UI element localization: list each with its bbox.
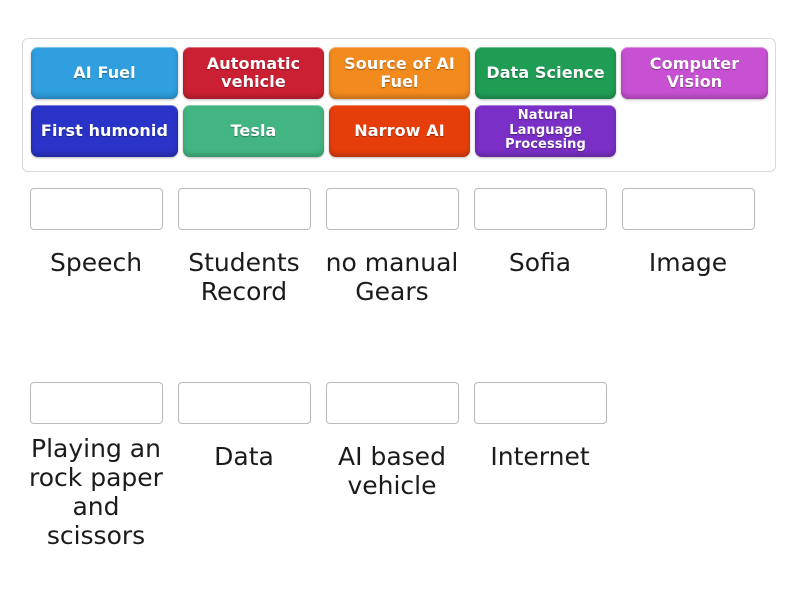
tile-natural-language-processing[interactable]: Natural Language Processing	[475, 105, 617, 157]
dropzone-ai-based-vehicle[interactable]	[325, 382, 459, 424]
answer-cell-sofia: Sofia	[466, 188, 614, 306]
tile-computer-vision[interactable]: Computer Vision	[621, 47, 768, 99]
tile-bank: AI Fuel Automatic vehicle Source of AI F…	[22, 38, 776, 172]
dropzone-playing-rock-paper-scissors[interactable]	[29, 382, 163, 424]
tile-ai-fuel[interactable]: AI Fuel	[31, 47, 178, 99]
answer-label-internet: Internet	[490, 442, 590, 471]
dropzone-data[interactable]	[177, 382, 311, 424]
answer-label-no-manual-gears: no manual Gears	[325, 248, 459, 306]
tile-automatic-vehicle[interactable]: Automatic vehicle	[182, 47, 324, 99]
tile-bank-row-2: First humonid Tesla Narrow AI Natural La…	[28, 102, 770, 160]
answer-cell-image: Image	[614, 188, 762, 306]
dropzone-empty	[622, 382, 755, 424]
answer-label-ai-based-vehicle: AI based vehicle	[338, 442, 446, 500]
answer-label-sofia: Sofia	[508, 248, 572, 277]
dropzone-internet[interactable]	[473, 382, 607, 424]
answer-cell-internet: Internet	[466, 382, 614, 550]
tile-bank-empty-slot	[621, 105, 768, 157]
tile-narrow-ai[interactable]: Narrow AI	[328, 105, 470, 157]
answer-cell-data: Data	[170, 382, 318, 550]
dropzone-sofia[interactable]	[473, 188, 607, 230]
dropzone-speech[interactable]	[29, 188, 163, 230]
answer-cell-speech: Speech	[22, 188, 170, 306]
answer-cell-no-manual-gears: no manual Gears	[318, 188, 466, 306]
answer-cell-empty	[614, 382, 762, 550]
answer-label-speech: Speech	[49, 248, 143, 277]
answer-cell-playing-rock-paper-scissors: Playing an rock paper and scissors	[22, 382, 170, 550]
answer-label-playing-rock-paper-scissors: Playing an rock paper and scissors	[29, 434, 163, 550]
tile-source-of-ai-fuel[interactable]: Source of AI Fuel	[328, 47, 470, 99]
tile-bank-row-1: AI Fuel Automatic vehicle Source of AI F…	[28, 44, 770, 102]
answer-label-students-record: Students Record	[188, 248, 300, 306]
dropzone-students-record[interactable]	[177, 188, 311, 230]
tile-data-science[interactable]: Data Science	[475, 47, 617, 99]
answer-label-image: Image	[648, 248, 728, 277]
dropzone-image[interactable]	[621, 188, 755, 230]
answer-cell-students-record: Students Record	[170, 188, 318, 306]
answer-cell-ai-based-vehicle: AI based vehicle	[318, 382, 466, 550]
tile-tesla[interactable]: Tesla	[182, 105, 324, 157]
answer-label-data: Data	[214, 442, 274, 471]
tile-first-humonid[interactable]: First humonid	[31, 105, 178, 157]
answer-row-1: Speech Students Record no manual Gears S…	[22, 188, 778, 306]
dropzone-no-manual-gears[interactable]	[325, 188, 459, 230]
answer-row-2: Playing an rock paper and scissors Data …	[22, 382, 778, 550]
